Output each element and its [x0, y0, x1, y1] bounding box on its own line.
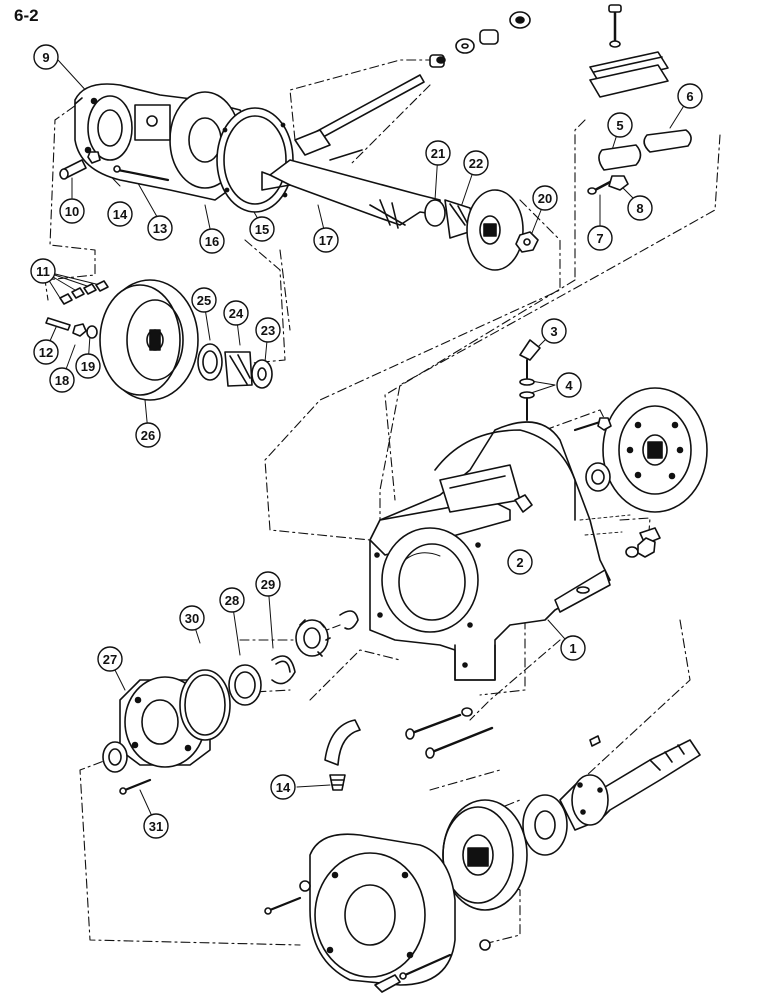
callout-label: 16	[205, 234, 219, 249]
gasket-and-flange	[216, 107, 294, 213]
callout-28: 28	[219, 587, 245, 613]
callout-14-lower: 14	[270, 774, 296, 800]
callout-label: 23	[261, 323, 275, 338]
end-cover-assembly	[102, 610, 359, 795]
callout-label: 9	[42, 50, 49, 65]
callout-7: 7	[587, 225, 613, 251]
callout-label: 31	[149, 819, 163, 834]
callout-label: 22	[469, 156, 483, 171]
housing-bolts	[405, 707, 494, 759]
callout-label: 25	[197, 293, 211, 308]
callout-label: 17	[319, 233, 333, 248]
small-fasteners-upper	[59, 151, 170, 182]
callout-13: 13	[147, 215, 173, 241]
callout-20: 20	[532, 185, 558, 211]
callout-27: 27	[97, 646, 123, 672]
callout-label: 18	[55, 373, 69, 388]
callout-label: 24	[229, 306, 244, 321]
callout-label: 20	[538, 191, 552, 206]
callout-label: 14	[276, 780, 291, 795]
callout-label: 1	[569, 641, 576, 656]
callout-label: 11	[36, 264, 50, 279]
pulley-assembly	[45, 279, 273, 401]
callout-5: 5	[607, 112, 633, 138]
callout-label: 26	[141, 428, 155, 443]
callout-label: 30	[185, 611, 199, 626]
page-label: 6-2	[14, 6, 39, 25]
callout-label: 21	[431, 146, 445, 161]
callout-16: 16	[199, 228, 225, 254]
callout-29: 29	[255, 571, 281, 597]
lower-pulley	[442, 799, 528, 911]
callout-15: 15	[249, 216, 275, 242]
callout-22: 22	[463, 150, 489, 176]
output-shaft-assembly	[522, 735, 701, 856]
callout-9: 9	[33, 44, 59, 70]
callout-label: 5	[616, 118, 623, 133]
callout-8: 8	[627, 195, 653, 221]
callout-label: 7	[596, 231, 603, 246]
callout-30: 30	[179, 605, 205, 631]
callout-label: 29	[261, 577, 275, 592]
callout-11: 11	[30, 258, 56, 284]
callout-label: 3	[550, 324, 557, 339]
callout-label: 14	[113, 207, 128, 222]
callout-label: 4	[565, 378, 573, 393]
callout-1: 1	[560, 635, 586, 661]
callout-14-upper: 14	[107, 201, 133, 227]
callout-23: 23	[255, 317, 281, 343]
callout-12: 12	[33, 339, 59, 365]
callout-label: 27	[103, 652, 117, 667]
clutch-disc	[573, 387, 708, 558]
callout-10: 10	[59, 198, 85, 224]
callout-25: 25	[191, 287, 217, 313]
control-rod	[294, 74, 425, 161]
plug-and-orings	[519, 339, 541, 421]
callout-21: 21	[425, 140, 451, 166]
flywheel-housing	[264, 833, 491, 993]
input-shaft	[261, 159, 441, 229]
callout-17: 17	[313, 227, 339, 253]
callout-6: 6	[677, 83, 703, 109]
bearing-and-gear	[424, 189, 539, 271]
callout-label: 6	[686, 89, 693, 104]
callout-label: 8	[636, 201, 643, 216]
callout-2: 2	[507, 549, 533, 575]
callout-label: 19	[81, 359, 95, 374]
callout-label: 13	[153, 221, 167, 236]
callout-31: 31	[143, 813, 169, 839]
callouts: 1 2 3 4 5 6 7 8 9 10 11 12 13 14 14 15 1…	[30, 44, 703, 839]
leader-lines	[42, 59, 691, 826]
elbow-fitting	[324, 719, 361, 791]
top-plate-assembly	[587, 4, 692, 195]
callout-4: 4	[556, 372, 582, 398]
callout-18: 18	[49, 367, 75, 393]
callout-label: 10	[65, 204, 79, 219]
callout-3: 3	[541, 318, 567, 344]
callout-label: 12	[39, 345, 53, 360]
callout-26: 26	[135, 422, 161, 448]
callout-19: 19	[75, 353, 101, 379]
callout-24: 24	[223, 300, 249, 326]
callout-label: 28	[225, 593, 239, 608]
callout-label: 15	[255, 222, 269, 237]
main-housing	[369, 421, 611, 681]
callout-label: 2	[516, 555, 523, 570]
top-hardware-stack	[429, 11, 531, 68]
